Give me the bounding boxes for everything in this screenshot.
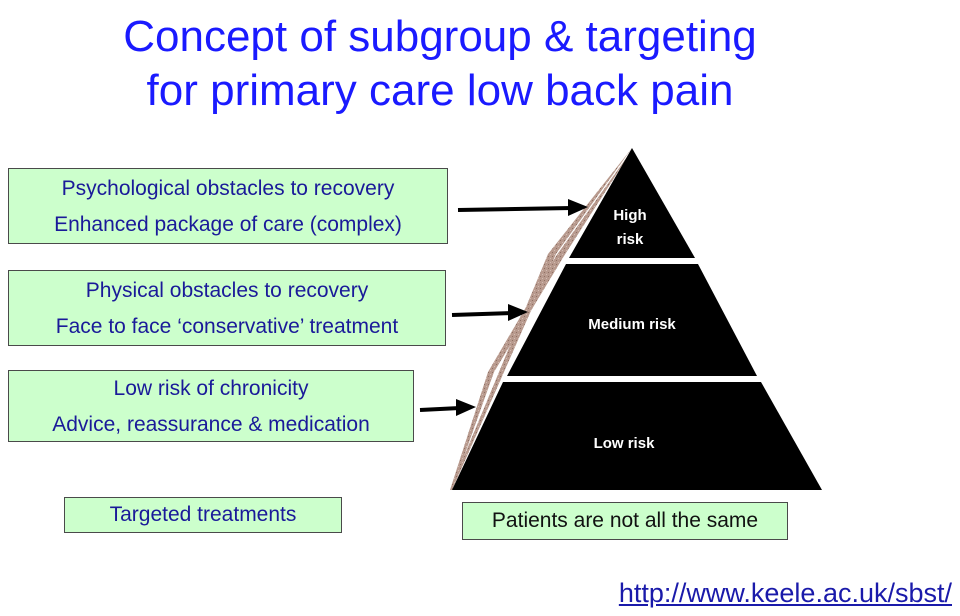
high-risk-label-line-1: High: [613, 207, 646, 224]
title-line-1: Concept of subgroup & targeting: [123, 12, 757, 61]
low-risk-treatment-box: Low risk of chronicity Advice, reassuran…: [8, 370, 414, 442]
patients-not-same-box: Patients are not all the same: [462, 502, 788, 540]
sbst-link[interactable]: http://www.keele.ac.uk/sbst/: [618, 578, 952, 608]
pyramid-medium-risk-tier: [507, 264, 757, 376]
medium-risk-treatment-text: Face to face ‘conservative’ treatment: [55, 315, 399, 338]
page-title: Concept of subgroup & targeting for prim…: [0, 10, 880, 118]
targeted-treatments-label: Targeted treatments: [109, 503, 297, 526]
targeted-treatments-box: Targeted treatments: [64, 497, 342, 533]
patients-not-same-label: Patients are not all the same: [491, 509, 759, 532]
medium-risk-treatment-box: Physical obstacles to recovery Face to f…: [8, 270, 446, 346]
high-risk-treatment-text: Enhanced package of care (complex): [54, 213, 402, 236]
pyramid-high-risk-tier: [569, 148, 695, 258]
pyramid-low-risk-tier: [452, 382, 822, 490]
arrow-to-low-risk: [419, 399, 476, 416]
high-risk-label-line-2: risk: [617, 231, 644, 248]
low-risk-treatment-text: Advice, reassurance & medication: [52, 413, 370, 436]
high-risk-obstacle-text: Psychological obstacles to recovery: [61, 177, 395, 200]
title-line-2: for primary care low back pain: [146, 66, 734, 115]
medium-risk-obstacle-text: Physical obstacles to recovery: [85, 279, 369, 302]
medium-risk-label: Medium risk: [588, 316, 676, 333]
arrow-to-medium-risk: [451, 304, 528, 321]
low-risk-obstacle-text: Low risk of chronicity: [113, 377, 309, 400]
low-risk-label: Low risk: [594, 435, 656, 452]
high-risk-treatment-box: Psychological obstacles to recovery Enha…: [8, 168, 448, 244]
arrow-to-high-risk: [457, 199, 588, 216]
